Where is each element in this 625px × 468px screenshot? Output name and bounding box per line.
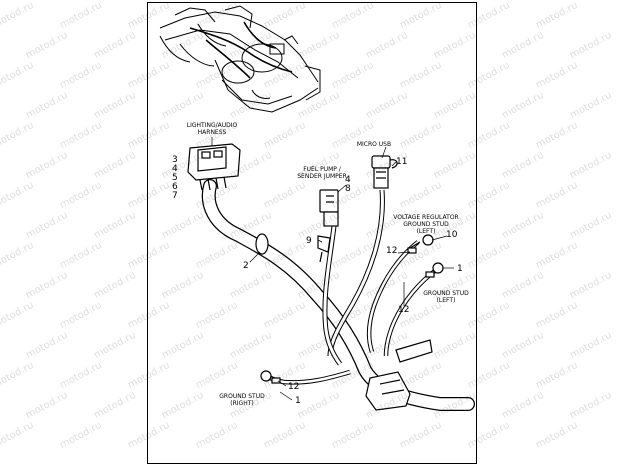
- ground-stud-left-label-line2: (LEFT): [437, 297, 456, 304]
- lighting-audio-label-line2: HARNESS: [198, 129, 227, 136]
- callout-4: 4: [172, 164, 178, 174]
- harness-bracket: [365, 339, 433, 411]
- ground-wire-left: [367, 240, 438, 357]
- leader-lines: [211, 137, 454, 401]
- callout-2: 2: [243, 261, 249, 271]
- fuel-pump-label-line2: SENDER JUMPER: [297, 173, 347, 180]
- callout-1-left: 1: [457, 264, 463, 274]
- motorcycle-overview-illustration: [159, 5, 321, 113]
- fuel-pump-label: FUEL PUMP /: [303, 166, 342, 173]
- callout-8: 8: [345, 184, 351, 194]
- voltage-regulator-label-line3: (LEFT): [417, 228, 436, 235]
- callout-1-right: 1: [295, 396, 301, 406]
- ring-terminal-ground-left: [425, 262, 444, 278]
- ring-terminal-ground-right: [260, 370, 281, 384]
- callout-12-lower: 12: [288, 382, 299, 392]
- voltage-regulator-label: VOLTAGE REGULATOR: [393, 214, 458, 221]
- callout-12-upper: 12: [386, 246, 397, 256]
- harness-clip: [317, 235, 331, 263]
- ground-stud-right-label: GROUND STUD: [219, 393, 265, 400]
- lighting-audio-label: LIGHTING/AUDIO: [187, 122, 238, 129]
- callout-6: 6: [172, 182, 178, 192]
- callout-11: 11: [396, 157, 407, 167]
- callout-9: 9: [306, 236, 312, 246]
- callout-3: 3: [172, 155, 178, 165]
- callout-7: 7: [172, 191, 178, 201]
- callout-4-fuel: 4: [345, 175, 351, 185]
- micro-usb-label: MICRO USB: [357, 141, 391, 148]
- ground-stud-left-label: GROUND STUD: [423, 290, 469, 297]
- micro-usb-branch-wire: [327, 189, 385, 357]
- motorcycle-harness-detail: [189, 21, 293, 79]
- lighting-audio-connector: [187, 143, 241, 191]
- callout-12-middle: 12: [398, 305, 409, 315]
- ground-stud-right-label-line2: (RIGHT): [230, 400, 253, 407]
- harness-band: [255, 233, 269, 255]
- micro-usb-connector: [371, 155, 398, 189]
- callout-10: 10: [446, 230, 458, 240]
- diagram-frame: [147, 2, 477, 464]
- voltage-regulator-label-line2: GROUND STUD: [403, 221, 449, 228]
- callout-5: 5: [172, 173, 178, 183]
- fuel-pump-connector: [319, 189, 339, 227]
- ring-terminal-voltage-regulator: [407, 234, 434, 254]
- fuel-pump-branch-wire: [322, 225, 343, 366]
